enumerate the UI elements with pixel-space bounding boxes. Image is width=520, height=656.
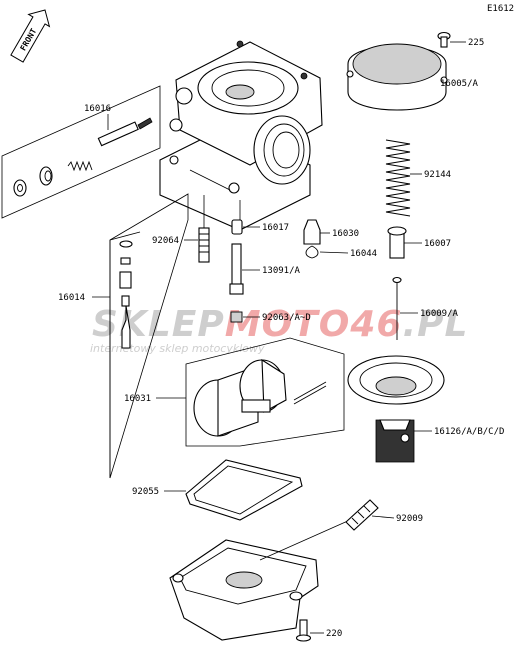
jet-needle-16009 (392, 276, 402, 340)
float-assembly-16031 (185, 337, 345, 447)
label-92064: 92064 (152, 236, 179, 246)
label-92063: 92063/A~D (262, 313, 311, 323)
front-arrow-icon: FRONT (10, 9, 51, 63)
screw-220 (295, 619, 312, 642)
label-16126: 16126/A/B/C/D (434, 427, 504, 437)
label-16005: 16005/A (440, 79, 479, 89)
jet-holder-92064 (198, 227, 210, 263)
air-screw-assembly (1, 85, 161, 219)
diagram-code: E1612 (487, 4, 514, 14)
spring-92144 (385, 139, 411, 217)
label-92009: 92009 (396, 514, 423, 524)
label-16009: 16009/A (420, 309, 459, 319)
label-16014: 16014 (58, 293, 85, 303)
label-16030: 16030 (332, 229, 359, 239)
diaphragm-slide-16126 (347, 355, 445, 463)
label-225: 225 (468, 38, 484, 48)
carburetor-body (159, 40, 323, 231)
needle-holder-16007 (387, 226, 407, 259)
main-jet-13091 (229, 243, 244, 295)
label-16031: 16031 (124, 394, 151, 404)
label-16017: 16017 (262, 223, 289, 233)
label-220: 220 (326, 629, 342, 639)
float-valve-16030 (303, 219, 321, 259)
label-13091: 13091/A (262, 266, 301, 276)
watermark: SKLEPMOTO46.PL internetowy sklep motocyk… (90, 304, 468, 355)
screw-92009 (345, 499, 379, 531)
top-cover-16005 (346, 43, 448, 111)
label-92055: 92055 (132, 487, 159, 497)
watermark-brand-3: 46 (349, 304, 402, 345)
watermark-brand-4: .PL (402, 304, 468, 345)
svg-text:SKLEPMOTO46.PL: SKLEPMOTO46.PL (92, 304, 468, 345)
label-16044: 16044 (350, 249, 377, 259)
label-16016: 16016 (84, 104, 111, 114)
float-bowl-gasket-92055 (185, 459, 303, 521)
pilot-jet-16017 (231, 219, 243, 235)
watermark-brand-2: MOTO (225, 304, 351, 345)
watermark-brand-1: SKLEP (92, 304, 225, 345)
float-bowl (169, 539, 319, 641)
watermark-tagline: internetowy sklep motocyklowy (90, 342, 265, 355)
label-16007: 16007 (424, 239, 451, 249)
screw-225 (437, 31, 451, 48)
jet-92063 (230, 311, 243, 323)
label-92144: 92144 (424, 170, 451, 180)
needle-jet-assembly (109, 193, 189, 479)
